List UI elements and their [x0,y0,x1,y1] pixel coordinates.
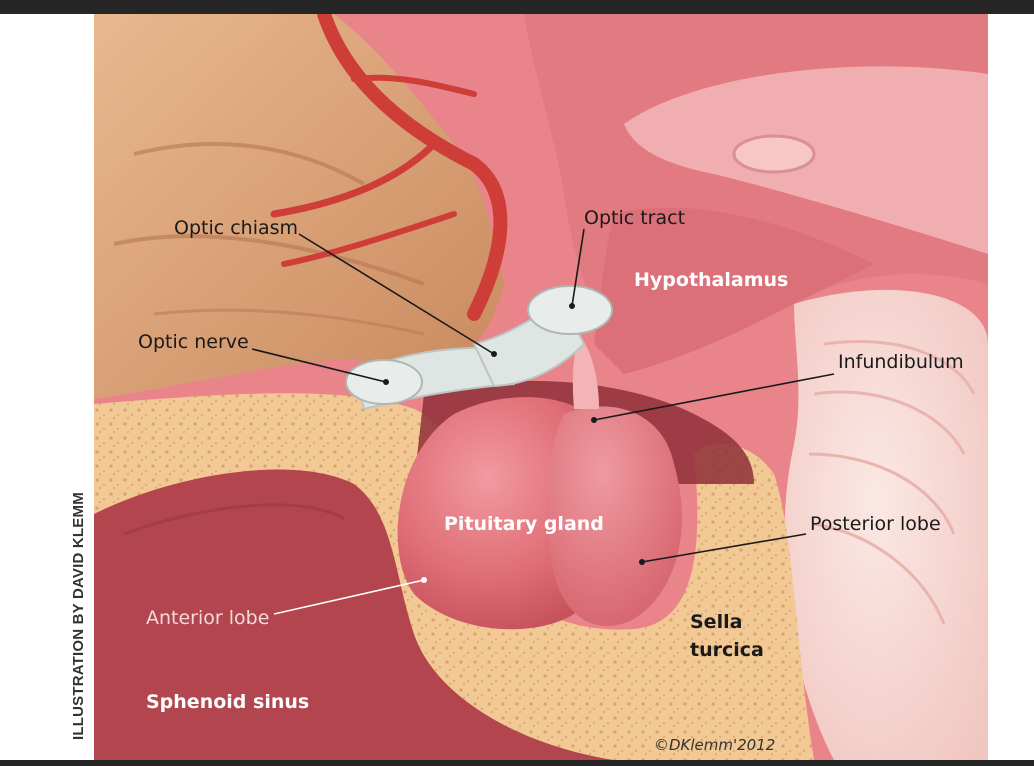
artery-branch-1 [270,140,438,218]
pituitary-illustration: Optic chiasm Optic tract Hypothalamus Op… [94,14,988,760]
label-hypothalamus: Hypothalamus [634,269,788,291]
dot-optic-nerve [383,379,389,385]
illustration-credit: ILLUSTRATION BY DAVID KLEMM [70,492,87,740]
sinus-inner-wall [123,503,345,536]
leader-anterior-lobe [273,579,425,615]
artist-signature: ©DKlemm'2012 [654,736,775,754]
frontal-fold-2 [113,234,425,286]
leader-infundibulum [593,373,835,421]
brainstem [784,289,988,760]
dot-anterior-lobe [421,577,427,583]
dot-posterior-lobe [639,559,645,565]
label-posterior-lobe: Posterior lobe [810,513,941,535]
top-frame-bar [0,0,1034,14]
frontal-fold-3 [153,308,425,336]
label-sella-turcica-line1: Sella [690,611,742,633]
dot-optic-tract [569,303,575,309]
label-optic-nerve: Optic nerve [138,331,249,353]
artery-main [317,14,508,321]
optic-tract-cut-end [527,285,613,335]
leader-posterior-lobe [641,533,807,563]
label-optic-chiasm: Optic chiasm [174,217,298,239]
label-sphenoid-sinus: Sphenoid sinus [146,691,309,713]
bottom-frame-bar [0,760,1034,766]
pituitary-posterior-lobe [547,406,682,627]
leader-optic-nerve [251,348,387,383]
dot-optic-chiasm [491,351,497,357]
brainstem-stripes [808,340,976,625]
sphenoid-sinus-cavity [94,469,614,760]
hypothalamus-region [594,207,874,374]
artery-branch-2 [281,211,457,267]
label-pituitary-gland: Pituitary gland [444,513,604,535]
label-optic-tract: Optic tract [584,207,685,229]
label-infundibulum: Infundibulum [838,351,964,373]
label-anterior-lobe: Anterior lobe [146,607,269,629]
leader-optic-chiasm [298,233,495,355]
leader-optic-tract [571,228,585,307]
dot-infundibulum [591,417,597,423]
label-sella-turcica-line2: turcica [690,639,764,661]
artery-branch-3 [351,74,477,97]
infundibulum-stalk [572,334,599,409]
small-oval-structure [732,134,816,174]
frontal-fold-1 [133,142,365,186]
